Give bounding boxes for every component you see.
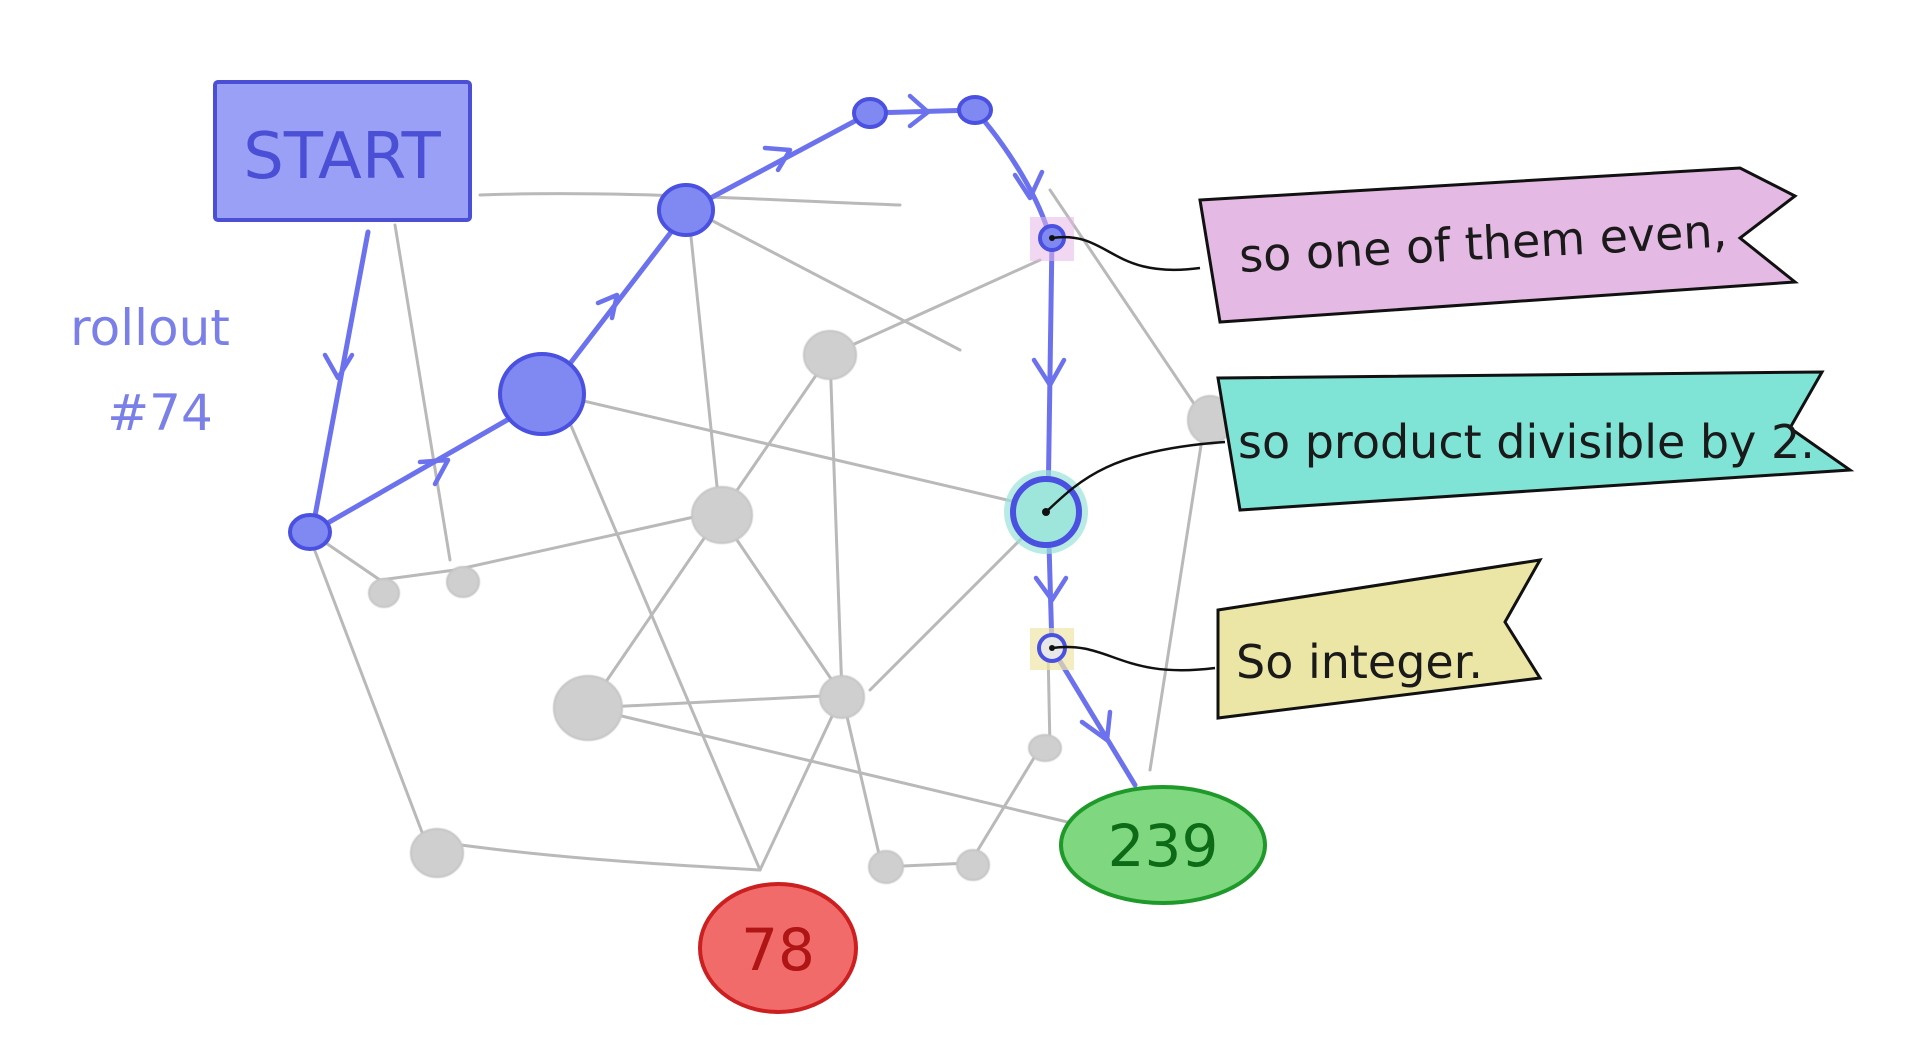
annotation-banner-1: so one of them even, xyxy=(1198,166,1799,324)
rollout-label: rollout #74 xyxy=(70,299,230,442)
arrow-icon xyxy=(322,352,355,381)
start-box-background xyxy=(213,80,472,222)
graph-node xyxy=(691,486,753,544)
graph-node xyxy=(368,578,400,608)
edge xyxy=(1148,418,1207,772)
edge xyxy=(758,693,844,872)
banner-shape xyxy=(1216,370,1855,512)
graph-node xyxy=(803,330,857,380)
leader-line xyxy=(1045,440,1226,513)
edge xyxy=(686,206,962,352)
graph-node xyxy=(446,566,480,598)
edge xyxy=(718,513,844,697)
edge xyxy=(305,528,427,842)
edge xyxy=(423,838,762,872)
terminal-label: 78 xyxy=(741,916,815,984)
edge xyxy=(840,693,884,869)
leader-line xyxy=(1051,235,1201,272)
arrow-icon xyxy=(1079,709,1113,743)
rollout-node xyxy=(957,95,993,125)
rollout-node xyxy=(288,513,332,551)
graph-node xyxy=(553,675,623,741)
path-edge xyxy=(309,229,371,535)
edge xyxy=(556,393,762,872)
terminal-node-78: 78 xyxy=(698,882,858,1014)
banner-shape xyxy=(1198,166,1799,324)
start-label: START xyxy=(243,120,441,194)
edge xyxy=(686,206,722,517)
rollout-label-line2: #74 xyxy=(107,384,213,442)
path-edge xyxy=(1049,645,1138,788)
edge xyxy=(968,746,1042,865)
annotation-text: So integer. xyxy=(1236,635,1483,689)
leader-line xyxy=(1051,645,1216,672)
terminal-node-shape xyxy=(1059,785,1267,905)
banner-shape xyxy=(1216,558,1543,720)
edge xyxy=(718,353,832,517)
rollout-label-line1: rollout xyxy=(70,299,230,357)
terminal-label: 239 xyxy=(1108,812,1219,880)
edge xyxy=(828,258,1042,357)
edge xyxy=(586,513,722,710)
annotation-banner-3: So integer. xyxy=(1216,558,1543,720)
terminal-node-shape xyxy=(698,882,858,1014)
rollout-node xyxy=(657,183,715,237)
background-nodes xyxy=(368,330,1233,884)
path-edge xyxy=(1045,235,1055,513)
edge xyxy=(586,706,1082,827)
edge xyxy=(556,393,1052,512)
arrow-icon xyxy=(762,145,793,173)
arrow-icon xyxy=(595,292,620,321)
annotation-banner-2: so product divisible by 2. xyxy=(1216,370,1855,512)
annotation-text: so product divisible by 2. xyxy=(1238,415,1815,469)
edge xyxy=(586,693,844,710)
graph-node xyxy=(410,828,464,878)
arrow-icon xyxy=(417,457,451,487)
graph-node xyxy=(956,849,990,881)
leader-lines xyxy=(1045,235,1226,672)
edge xyxy=(393,223,452,562)
terminal-node-239: 239 xyxy=(1059,785,1267,905)
edge xyxy=(453,511,714,572)
path-edge xyxy=(685,110,873,213)
start-box: START xyxy=(213,80,472,222)
graph-node xyxy=(1028,734,1062,762)
rollout-node xyxy=(498,352,586,436)
rollout-node xyxy=(852,97,888,129)
path-edge xyxy=(309,397,545,535)
graph-node xyxy=(819,675,865,719)
graph-node xyxy=(868,850,904,884)
arrow-icon xyxy=(1012,169,1045,201)
arrow-icon xyxy=(907,93,931,129)
edge xyxy=(1048,188,1207,422)
arrow-icon xyxy=(1033,575,1069,603)
background-edges xyxy=(305,188,1207,872)
edge xyxy=(828,353,844,697)
arrow-icon xyxy=(1031,357,1067,388)
